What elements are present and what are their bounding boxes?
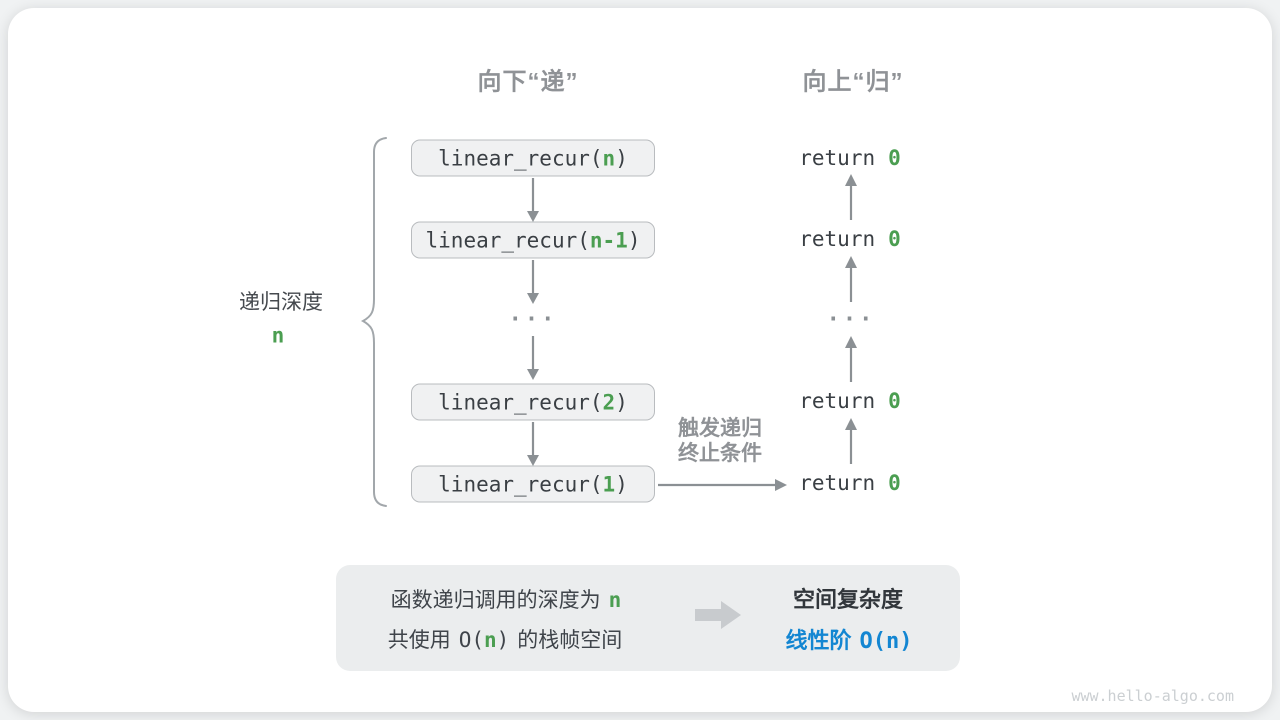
call-code: linear_recur( [438,472,603,496]
return-value: 0 [888,227,901,251]
summary-space-line: 共使用 O(n) 的栈帧空间 [388,624,623,654]
summary-space-pre: 共使用 [387,629,451,652]
arrow-down-icon [527,260,539,304]
arrow-down-icon [527,336,539,380]
call-code-close: ) [615,146,628,170]
space-complexity-value: 线性阶 O(n) [786,623,913,655]
ellipsis-left: ... [508,301,558,327]
arrow-down-icon [527,178,539,222]
watermark: www.hello-algo.com [1071,687,1234,705]
arrow-down-icon [527,422,539,466]
call-box-n-1: linear_recur(n-1) [411,221,655,259]
return-value: 0 [888,146,901,170]
big-o-n: n [483,628,497,652]
call-arg: 1 [602,472,616,496]
trigger-condition-line1: 触发递归 [678,417,762,440]
space-complexity-title: 空间复杂度 [792,587,904,612]
call-code: linear_recur( [438,390,603,414]
big-o-open: O( [458,628,484,652]
summary-panel [336,565,960,671]
arrow-up-icon [845,174,857,220]
call-arg: n-1 [589,228,628,252]
summary-depth-line: 函数递归调用的深度为 n [391,584,622,614]
curly-brace-icon [360,137,387,507]
return-row: return 0 [799,227,901,251]
summary-space-post: 的栈帧空间 [517,629,623,652]
call-arg: 2 [602,390,616,414]
return-row: return 0 [799,146,901,170]
complexity-label: 线性阶 [785,628,852,653]
summary-depth-text: 函数递归调用的深度为 [390,589,601,612]
ellipsis-right: ... [826,301,876,327]
call-code: linear_recur( [425,228,590,252]
return-keyword: return [799,146,876,170]
return-keyword: return [799,471,876,495]
call-code: linear_recur( [438,146,603,170]
return-row: return 0 [799,389,901,413]
big-o-close: ) [496,628,510,652]
call-code-close: ) [627,228,641,252]
block-arrow-right-icon [695,601,741,629]
return-value: 0 [888,471,901,495]
call-box-n: linear_recur(n) [411,139,655,177]
call-box-1: linear_recur(1) [411,465,655,503]
call-code-close: ) [615,472,628,496]
return-row: return 0 [799,471,901,495]
trigger-condition-line2: 终止条件 [678,442,762,465]
arrow-up-icon [845,256,857,302]
call-arg: n [602,146,616,170]
return-keyword: return [799,389,876,413]
return-keyword: return [799,227,876,251]
recursion-depth-label: 递归深度 [239,291,323,314]
arrow-up-icon [845,418,857,464]
call-code-close: ) [615,390,628,414]
heading-descend: 向下“递” [477,68,579,96]
heading-ascend: 向上“归” [802,68,904,96]
recursion-depth-value: n [272,324,285,349]
call-box-2: linear_recur(2) [411,383,655,421]
complexity-big-o: O(n) [859,629,913,654]
arrow-right-icon [658,479,787,491]
diagram-card: 向下“递” 向上“归” 递归深度 n linear_recur(n) linea… [8,8,1272,712]
arrow-up-icon [845,336,857,382]
summary-depth-n: n [608,588,622,612]
return-value: 0 [888,389,901,413]
depth-n-text: n [271,323,285,348]
